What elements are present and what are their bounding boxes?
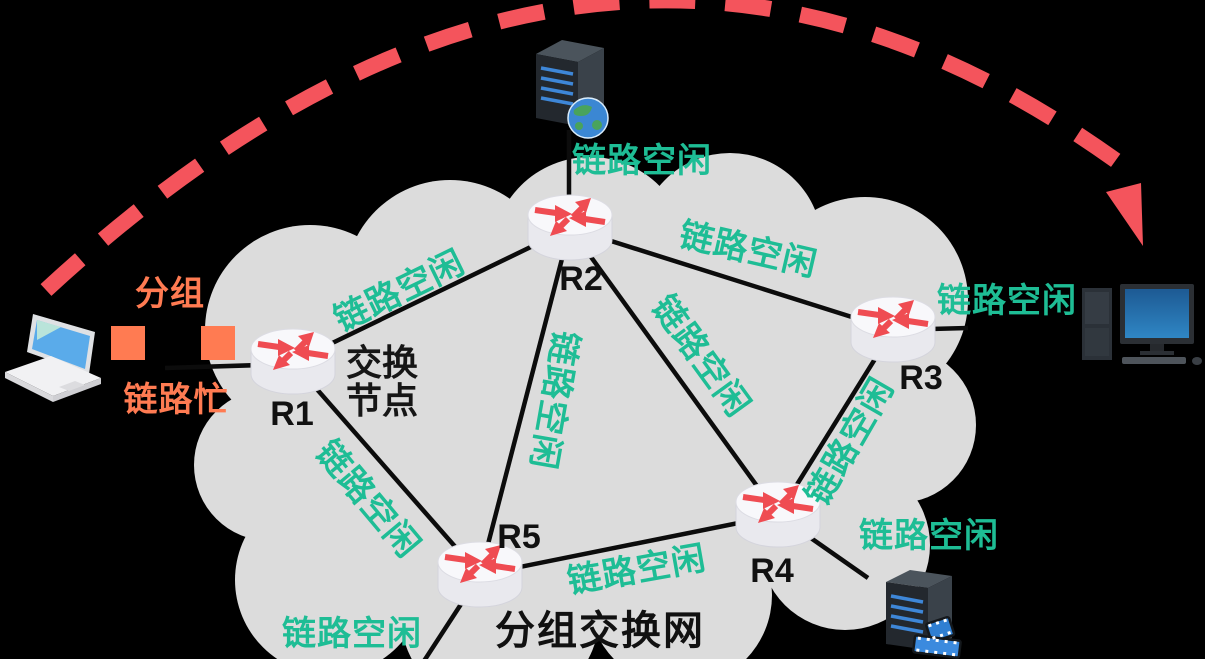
router-r2-label: R2: [559, 260, 603, 299]
router-r2-icon: [527, 194, 613, 262]
packet-square: [111, 326, 145, 360]
router-r1-icon: [250, 328, 336, 396]
packet-square: [201, 326, 235, 360]
link-line-r2-r3: [569, 225, 894, 333]
link-line-r1-r5: [291, 360, 482, 577]
link-line-r5-r4: [479, 512, 779, 578]
router-r3-label: R3: [899, 359, 943, 398]
laptop-icon: [5, 314, 101, 402]
router-r1-label: R1: [270, 395, 314, 434]
router-r3-icon: [850, 296, 936, 364]
link-idle-label-r4-mediaserver: 链路空闲: [859, 517, 999, 556]
switch-node-label: 交换 节点: [346, 344, 418, 420]
link-line-r1-r2: [292, 225, 571, 365]
network-title: 分组交换网: [495, 609, 705, 653]
link-busy-label: 链路忙: [123, 381, 229, 420]
router-r5-label: R5: [497, 518, 541, 557]
route-arrow-head: [1106, 183, 1143, 246]
link-idle-label-r2-webserver: 链路空闲: [572, 142, 712, 181]
filmstrip-icon: [912, 616, 962, 659]
server-media-icon: [886, 570, 962, 659]
switch-node-line1: 交换: [345, 342, 419, 384]
server-globe-icon: [536, 40, 609, 139]
desktop-computer-icon: [1082, 284, 1202, 365]
route-path-arc: [40, 0, 1127, 296]
packet-label: 分组: [135, 275, 205, 314]
router-r4-label: R4: [750, 552, 794, 591]
link-idle-label-r5-edge: 链路空闲: [282, 615, 422, 654]
link-line-r2-r4: [568, 226, 780, 517]
link-line-r2-r5: [477, 227, 573, 576]
link-idle-label-r3-desktop: 链路空闲: [937, 282, 1077, 321]
switch-node-line2: 节点: [345, 380, 419, 421]
